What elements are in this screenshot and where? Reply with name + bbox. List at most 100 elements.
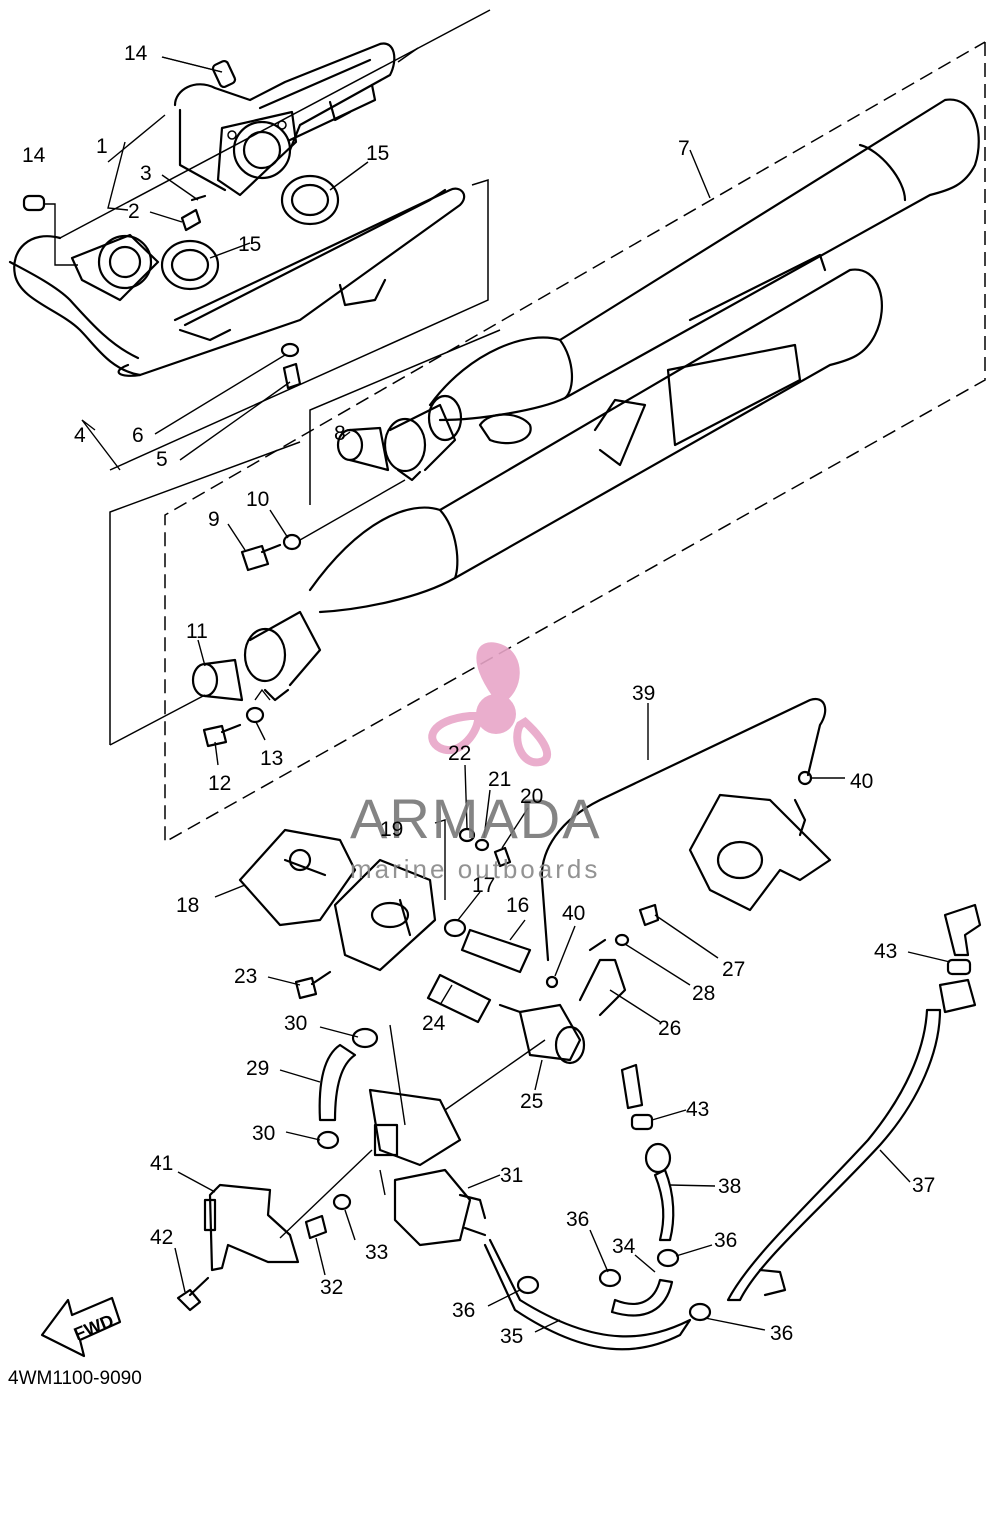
bolt-23 [294,970,332,1000]
callout-label: 3 [140,162,152,185]
bolt-32 [304,1214,328,1240]
cover-18 [238,828,357,927]
hose-34 [610,1278,674,1317]
callout-label: 15 [366,142,389,165]
clamp-upper [383,403,457,482]
leader-lines [44,56,951,1333]
callout-label: 1 [96,135,108,158]
valve-25 [498,1003,586,1065]
callout-label: 18 [176,894,199,917]
joint-cylinder [688,793,832,912]
callout-label: 12 [208,772,231,795]
callout-label: 30 [252,1122,275,1145]
gasket-8 [336,426,390,472]
solenoid-31 [393,1168,487,1247]
armada-watermark: ARMADA marine outboards [350,642,602,884]
clamp-17 [443,918,467,938]
gasket-15-lower [160,239,220,291]
callout-label: 23 [234,965,257,988]
callout-label: 22 [448,742,471,765]
callout-label: 11 [186,620,208,643]
callout-label: 26 [658,1017,681,1040]
group-box-exhaust-pipes [59,9,491,471]
callout-label: 36 [714,1229,737,1252]
clamp-lower [243,610,322,702]
callout-label: 32 [320,1276,343,1299]
clamp-30-upper [351,1027,379,1049]
washer-28 [614,933,630,947]
hose-35 [483,1238,692,1351]
bolt-42 [176,1276,210,1312]
clamp-30-lower [316,1130,340,1150]
callout-label: 34 [612,1235,636,1258]
bolt-12 [202,723,242,748]
callout-labels: 14 1 3 2 14 15 15 7 6 4 5 8 9 10 11 12 1… [22,42,935,1348]
callout-label: 2 [128,200,140,223]
propeller-logo [428,642,552,767]
callout-label: 43 [874,940,897,963]
gasket-15-upper [280,174,340,226]
washer-13 [245,706,265,724]
clamps-36 [516,1248,712,1322]
callout-label: 16 [506,894,529,917]
callout-label: 40 [562,902,585,925]
callout-label: 29 [246,1057,269,1080]
union-43-lower [620,1063,654,1131]
callout-label: 36 [566,1208,589,1231]
reed-valve-19 [333,858,437,972]
watermark-tagline: marine outboards [350,854,600,884]
hose-37 [726,1008,942,1302]
callout-label: 9 [208,508,220,531]
callout-label: 25 [520,1090,543,1113]
hose-24 [426,973,492,1024]
callout-label: 38 [718,1175,741,1198]
union-43-upper [938,903,982,1014]
clip-40-lower [545,975,559,989]
washers-20-21-22 [458,827,512,868]
washer-10 [282,533,302,551]
hose-38 [644,1142,675,1242]
bolt-9 [240,543,282,572]
callout-label: 28 [692,982,715,1005]
callout-label: 30 [284,1012,307,1035]
watermark-brand: ARMADA [350,787,602,850]
callout-label: 39 [632,682,655,705]
hose-16 [460,928,532,974]
bolt-14-left [22,194,46,212]
hose-29 [318,1043,357,1122]
callout-label: 24 [422,1012,446,1035]
callout-label: 40 [850,770,873,793]
group-box-mufflers [109,41,986,844]
callout-label: 41 [150,1152,173,1175]
callout-label: 8 [334,422,346,445]
fwd-label: FWD [71,1310,116,1344]
gasket-11 [191,658,244,702]
callout-label: 17 [472,874,495,897]
muffler-lower [308,253,883,614]
diagram-code: 4WM1100-9090 [8,1368,142,1389]
callout-label: 6 [132,424,144,447]
callout-label: 14 [124,42,148,65]
callout-label: 35 [500,1325,523,1348]
callout-label: 20 [520,785,543,808]
washer-6-bolt-5 [280,342,302,390]
exhaust-pipe-2 [8,187,466,377]
callout-label: 27 [722,958,745,981]
washer-33 [332,1193,352,1211]
callout-label: 4 [74,424,86,447]
callout-label: 21 [488,768,511,791]
callout-label: 13 [260,747,283,770]
clip-40-upper [797,770,813,786]
bracket-26 [578,938,627,1017]
muffler-upper [427,98,980,445]
callout-label: 31 [500,1164,523,1187]
exhaust-pipe-1 [173,42,396,197]
callout-label: 15 [238,233,261,256]
bolt-14-top [211,59,237,89]
callout-label: 36 [770,1322,793,1345]
callout-label: 5 [156,448,168,471]
callout-label: 10 [246,488,269,511]
bracket-41 [203,1183,300,1272]
solenoid-bracket [368,1088,462,1167]
